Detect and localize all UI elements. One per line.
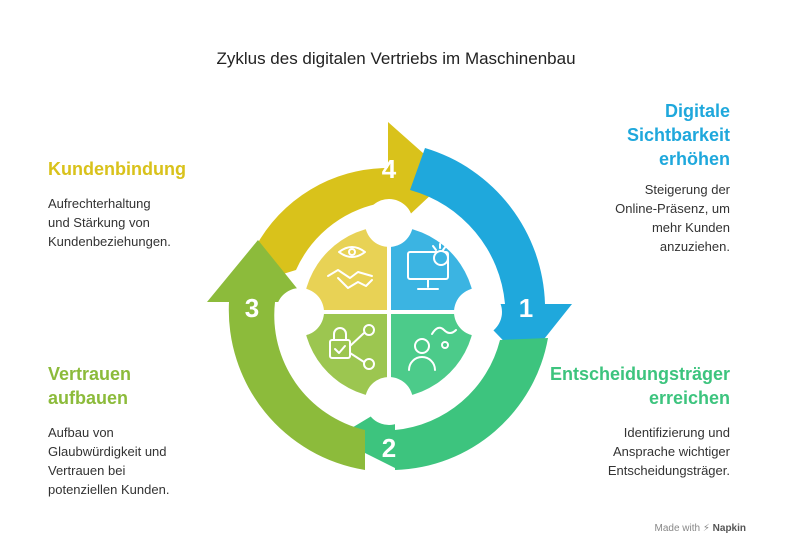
person-connection-icon [408,326,457,371]
step-number-1: 1 [519,293,533,323]
napkin-logo-icon: ⚡ [702,523,710,534]
quadrant-1-bg [389,226,475,312]
brand-name: Napkin [712,523,746,534]
step-2-description: Identifizierung und Ansprache wichtiger … [607,425,730,478]
cycle-arrow-3 [207,240,365,470]
quadrant-4-bg [303,226,389,312]
step-number-4: 4 [382,154,397,184]
cycle-arrow-2 [335,338,548,470]
step-4-description: Aufrechterhaltung und Stärkung von Kunde… [48,196,171,249]
quadrant-3-bg [303,312,389,398]
step-number-2: 2 [382,433,396,463]
lock-network-icon [329,324,375,370]
made-with-text: Made with [654,523,701,534]
step-number-3: 3 [245,293,259,323]
footer-credit: Made with ⚡ Napkin [654,523,746,534]
quadrant-2-bg [389,312,475,398]
step-1-title: Digitale Sichtbarkeit erhöhen [626,101,730,169]
page-title: Zyklus des digitalen Vertriebs im Maschi… [216,49,576,68]
handshake-eye-icon [327,246,373,289]
monitor-icon [407,243,449,290]
step-1-description: Steigerung der Online-Präsenz, um mehr K… [615,182,730,254]
step-3-description: Aufbau von Glaubwürdigkeit und Vertrauen… [48,425,170,497]
step-2-title: Entscheidungsträger erreichen [549,364,730,408]
step-4-title: Kundenbindung [48,159,186,179]
cycle-arrow-4 [231,122,450,290]
step-3-title: Vertrauen aufbauen [48,364,132,408]
cycle-arrow-1 [410,148,572,363]
